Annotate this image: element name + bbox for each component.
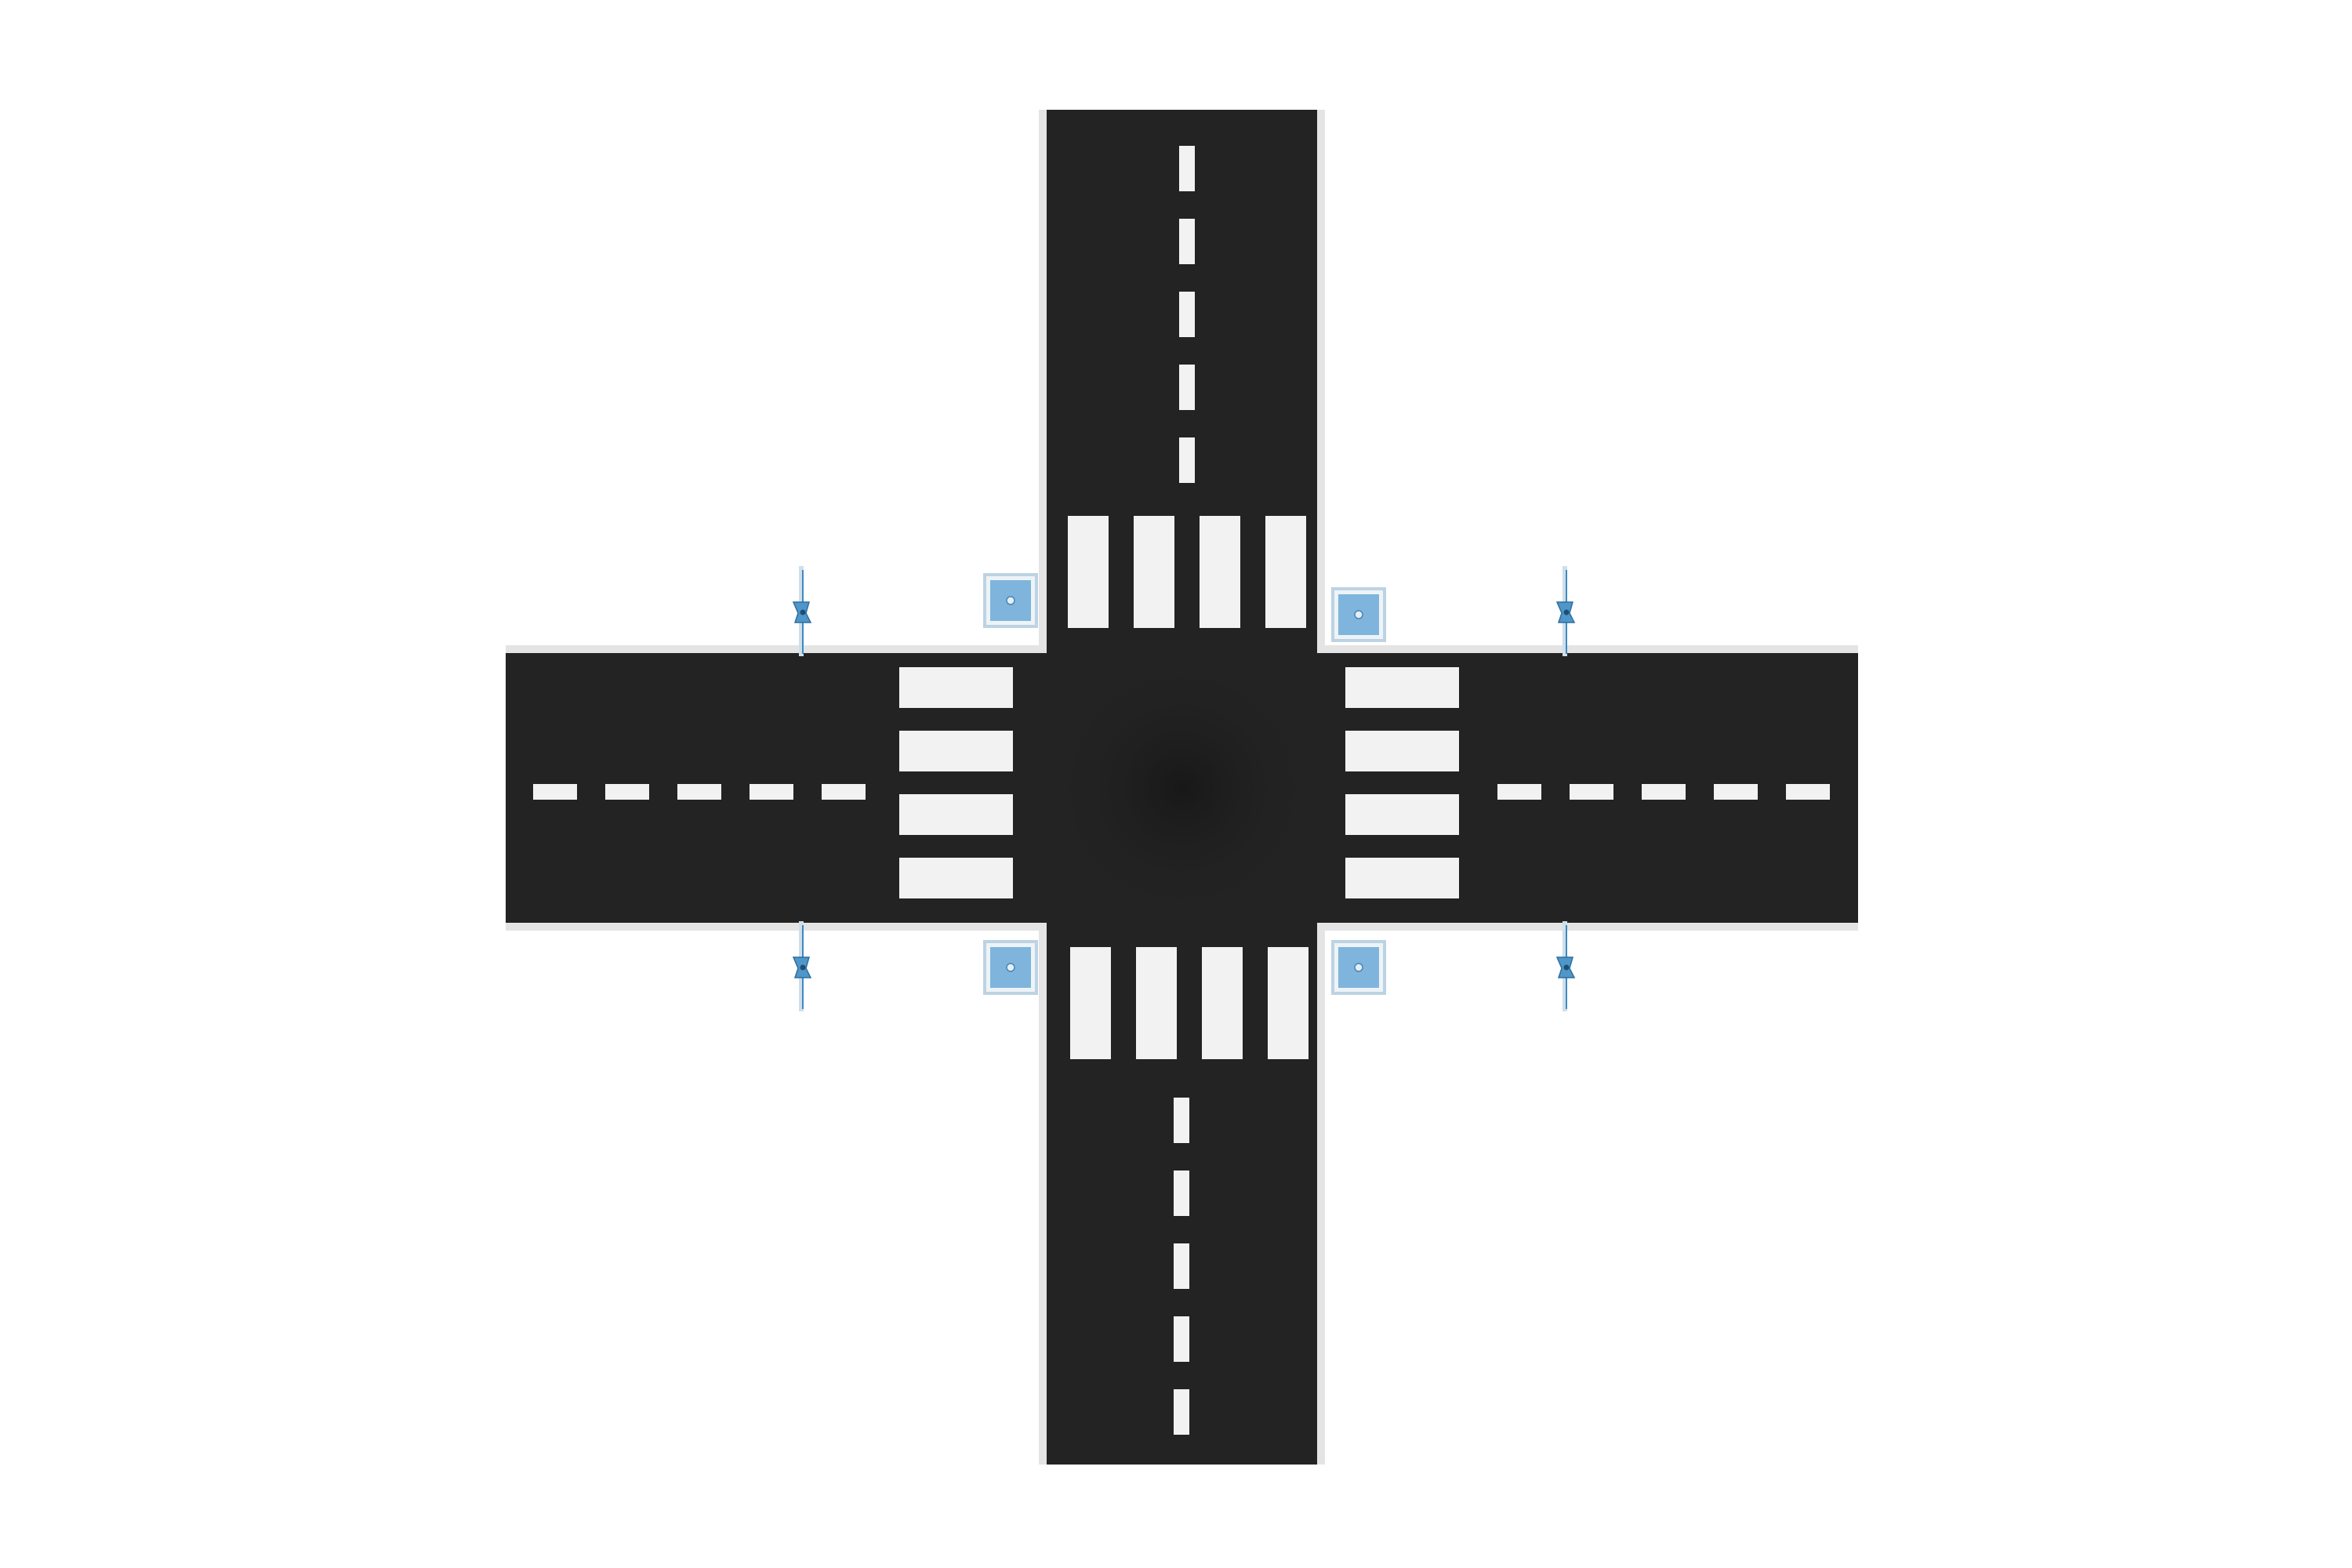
pole-lamp <box>1563 609 1570 615</box>
traffic-pole-icon <box>1555 566 1576 656</box>
crosswalk-stripe <box>1265 516 1306 628</box>
crosswalk-stripe <box>1070 947 1111 1059</box>
signal-box-center <box>1006 963 1015 972</box>
traffic-pole-icon <box>792 566 812 656</box>
crosswalk-stripe <box>899 667 1013 708</box>
crosswalk-stripe <box>1345 667 1459 708</box>
lane-dash <box>822 784 866 800</box>
lane-dash <box>1786 784 1830 800</box>
crosswalk-stripe <box>899 731 1013 771</box>
crosswalk-stripe <box>899 858 1013 898</box>
lane-dash <box>677 784 721 800</box>
square-signal-icon <box>1331 940 1386 995</box>
lane-dash <box>1642 784 1686 800</box>
fixtures-layer <box>792 566 1576 1011</box>
signal-box-center <box>1354 963 1363 972</box>
signal-box-center <box>1006 596 1015 605</box>
lane-dash <box>1174 1171 1189 1216</box>
lane-dash <box>533 784 577 800</box>
crosswalk-stripe <box>1200 516 1240 628</box>
pole-lamp <box>1563 964 1570 971</box>
lane-dash <box>1179 146 1195 191</box>
markings-layer <box>533 146 1830 1435</box>
square-signal-icon <box>1331 587 1386 642</box>
asphalt-layer <box>506 110 1858 1465</box>
lane-dash <box>1179 437 1195 483</box>
lane-dash <box>1179 219 1195 264</box>
lane-dash <box>605 784 649 800</box>
lane-dash <box>1714 784 1758 800</box>
square-signal-icon <box>983 940 1038 995</box>
traffic-pole-icon <box>1555 921 1576 1011</box>
intersection-center <box>1047 653 1317 923</box>
crosswalk-stripe <box>1345 858 1459 898</box>
lane-dash <box>1570 784 1613 800</box>
lane-dash <box>1174 1243 1189 1289</box>
lane-dash <box>1497 784 1541 800</box>
lane-dash <box>1174 1389 1189 1435</box>
lane-dash <box>750 784 793 800</box>
crosswalk-stripe <box>1345 794 1459 835</box>
crosswalk-stripe <box>1202 947 1243 1059</box>
traffic-pole-icon <box>792 921 812 1011</box>
lane-dash <box>1179 365 1195 410</box>
crosswalk-stripe <box>1268 947 1308 1059</box>
crosswalk-stripe <box>1134 516 1174 628</box>
signal-box-center <box>1354 610 1363 619</box>
lane-dash <box>1174 1098 1189 1143</box>
square-signal-icon <box>983 573 1038 628</box>
pole-lamp <box>800 964 806 971</box>
crosswalk-stripe <box>1345 731 1459 771</box>
crosswalk-stripe <box>1136 947 1177 1059</box>
pole-lamp <box>800 609 806 615</box>
crosswalk-stripe <box>899 794 1013 835</box>
crosswalk-stripe <box>1068 516 1109 628</box>
lane-dash <box>1179 292 1195 337</box>
lane-dash <box>1174 1316 1189 1362</box>
